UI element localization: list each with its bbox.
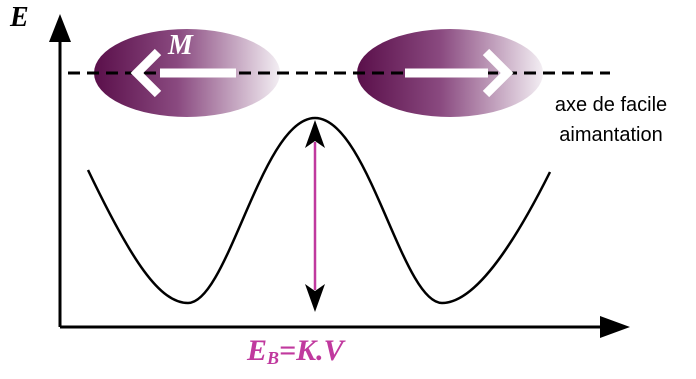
barrier-arrowhead-bottom [305,284,325,312]
barrier-arrowhead-top [305,120,325,148]
magnetization-label: M [168,30,193,61]
energy-barrier-formula: EB=K.V [247,334,344,369]
energy-curve [86,116,552,305]
y-axis-arrowhead [49,14,71,42]
easy-axis-label-line2: aimantation [559,124,663,146]
barrier-subscript: B [267,348,280,368]
magnetization-arrowhead-right [482,48,514,98]
barrier-symbol: E [247,334,268,367]
barrier-expression: =K.V [279,334,344,367]
magnetization-arrowhead-left [130,48,162,98]
y-axis-label: E [10,2,29,33]
x-axis-arrowhead [600,316,630,338]
easy-axis-label: axe de facile aimantation [530,90,692,150]
easy-axis-label-line1: axe de facile [554,94,668,116]
